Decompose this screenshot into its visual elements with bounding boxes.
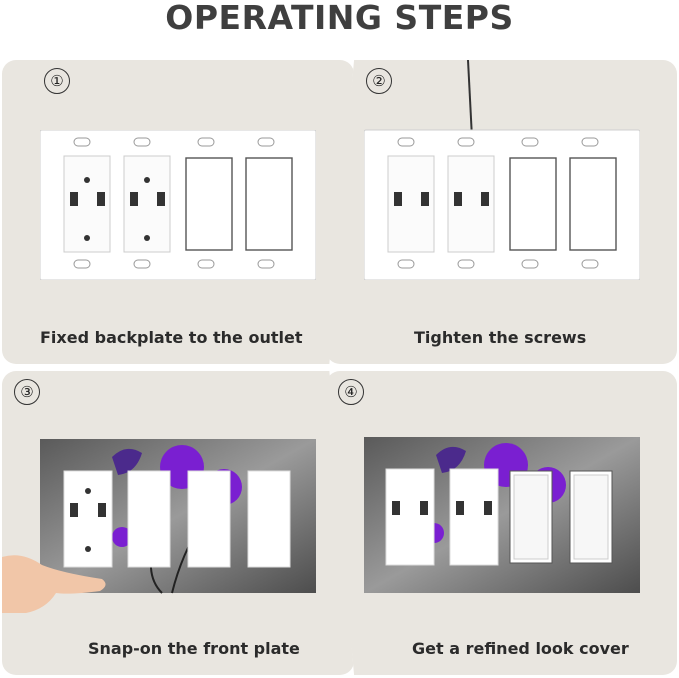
screwdriver-icon xyxy=(467,60,473,139)
front-plate-image xyxy=(2,439,316,613)
backplate-with-screwdriver-image xyxy=(364,60,640,280)
step-4-number: ④ xyxy=(338,379,364,405)
step-3-caption: Snap-on the front plate xyxy=(88,639,300,658)
butterfly-icon xyxy=(112,448,142,475)
step-1-number: ① xyxy=(44,68,70,94)
backplate-image xyxy=(40,130,316,280)
hand-icon xyxy=(2,555,106,613)
step-3-panel: ③ Snap-on the front plate xyxy=(2,371,354,675)
step-4-caption: Get a refined look cover xyxy=(412,639,629,658)
step-2-panel: ② Tighten the screws xyxy=(326,60,677,364)
step-1-caption: Fixed backplate to the outlet xyxy=(40,328,303,347)
butterfly-icon xyxy=(436,446,466,473)
step-2-caption: Tighten the screws xyxy=(414,328,587,347)
step-1-panel: ① Fixed backplate to the outlet xyxy=(2,60,354,364)
finished-cover-image xyxy=(364,437,640,593)
page-title: OPERATING STEPS xyxy=(165,0,514,37)
step-4-panel: ④ Get a refined look cover xyxy=(326,371,677,675)
step-3-number: ③ xyxy=(14,379,40,405)
step-2-number: ② xyxy=(366,68,392,94)
